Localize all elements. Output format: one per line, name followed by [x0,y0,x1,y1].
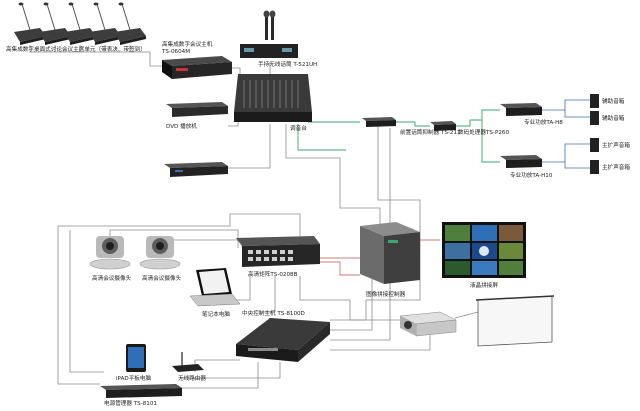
feedback-suppressor-device: 前置话筒抑制器 TS-211 [362,117,461,136]
speaker-aux-2-label: 辅助音箱 [602,114,625,122]
amplifier-top-device: 专业功放TA-H8 [500,103,563,126]
cable-network [29,45,590,389]
speaker-aux-1-label: 辅助音箱 [602,97,625,105]
central-control-device: 中央控制主机 TS-8100D [236,309,330,362]
digital-host-model-label: TS-0604M [161,49,190,55]
conference-units-label: 高集成数字桌面式讨论会议主席单元（带表决、带签到） [6,45,146,53]
matrix-device: 高清矩阵TS-0208B [236,236,320,278]
projector-device [399,311,457,337]
dvd-player-label: DVD 播放机 [166,122,197,130]
speaker-main-1-label: 主扩声音箱 [602,141,630,149]
ipad-device: iPAD平板电脑 [116,344,151,382]
camera-2-device: 高清会议摄像头 [139,236,182,282]
audio-device-box [164,162,228,177]
dvd-player-device: DVD 播放机 [166,102,228,130]
wireless-mic-label: 手持无线话筒 T-521UH [258,60,317,68]
camera-1-label: 高清会议摄像头 [92,274,132,282]
digital-host-device: 高集成数字会议主机 TS-0604M [161,40,232,79]
feedback-suppressor-label: 前置话筒抑制器 TS-211 [400,128,461,136]
audio-processor-device: 数码处理器TS-P260 [430,121,509,136]
central-control-label: 中央控制主机 TS-8100D [242,309,305,317]
video-wall-device: 液晶拼接屏 [442,222,526,289]
ipad-label: iPAD平板电脑 [116,374,151,382]
laptop-device: 笔记本电脑 [189,268,241,318]
speaker-main-1: 主扩声音箱 [590,138,630,152]
speaker-aux-1: 辅助音箱 [590,94,625,108]
wireless-mic-device: 手持无线话筒 T-521UH [240,10,317,68]
digital-host-label: 高集成数字会议主机 [162,40,213,48]
router-device: 无线路由器 [172,352,206,382]
speaker-main-2-label: 主扩声音箱 [602,163,630,171]
mixer-label: 调音台 [290,124,307,132]
amplifier-top-label: 专业功放TA-H8 [524,118,563,126]
matrix-label: 高清矩阵TS-0208B [248,270,298,278]
audio-processor-label: 数码处理器TS-P260 [458,128,509,136]
amplifier-bottom-label: 专业功放TA-H10 [510,171,553,179]
video-wall-label: 液晶拼接屏 [470,281,498,289]
speaker-main-2: 主扩声音箱 [590,160,630,174]
splicer-device: 图像拼接控制器 [360,222,420,298]
camera-2-label: 高清会议摄像头 [142,274,182,282]
conference-unit-icon [114,2,146,45]
conference-unit-icon [14,2,46,45]
camera-1-device: 高清会议摄像头 [89,236,132,282]
amplifier-bottom-device: 专业功放TA-H10 [500,155,553,179]
mixer-device: 调音台 [234,74,312,132]
laptop-label: 笔记本电脑 [202,310,230,318]
conference-unit-icon [89,2,121,45]
router-label: 无线路由器 [178,374,206,382]
power-manager-device: 电源管理器 TS-8101 [100,384,182,407]
conference-unit-icon [64,2,96,45]
conference-unit-group: 高集成数字桌面式讨论会议主席单元（带表决、带签到） [6,2,146,53]
power-manager-label: 电源管理器 TS-8101 [104,399,157,407]
speaker-aux-2: 辅助音箱 [590,111,625,125]
projection-screen [475,295,555,347]
splicer-label: 图像拼接控制器 [366,290,406,298]
conference-unit-icon [39,2,71,45]
